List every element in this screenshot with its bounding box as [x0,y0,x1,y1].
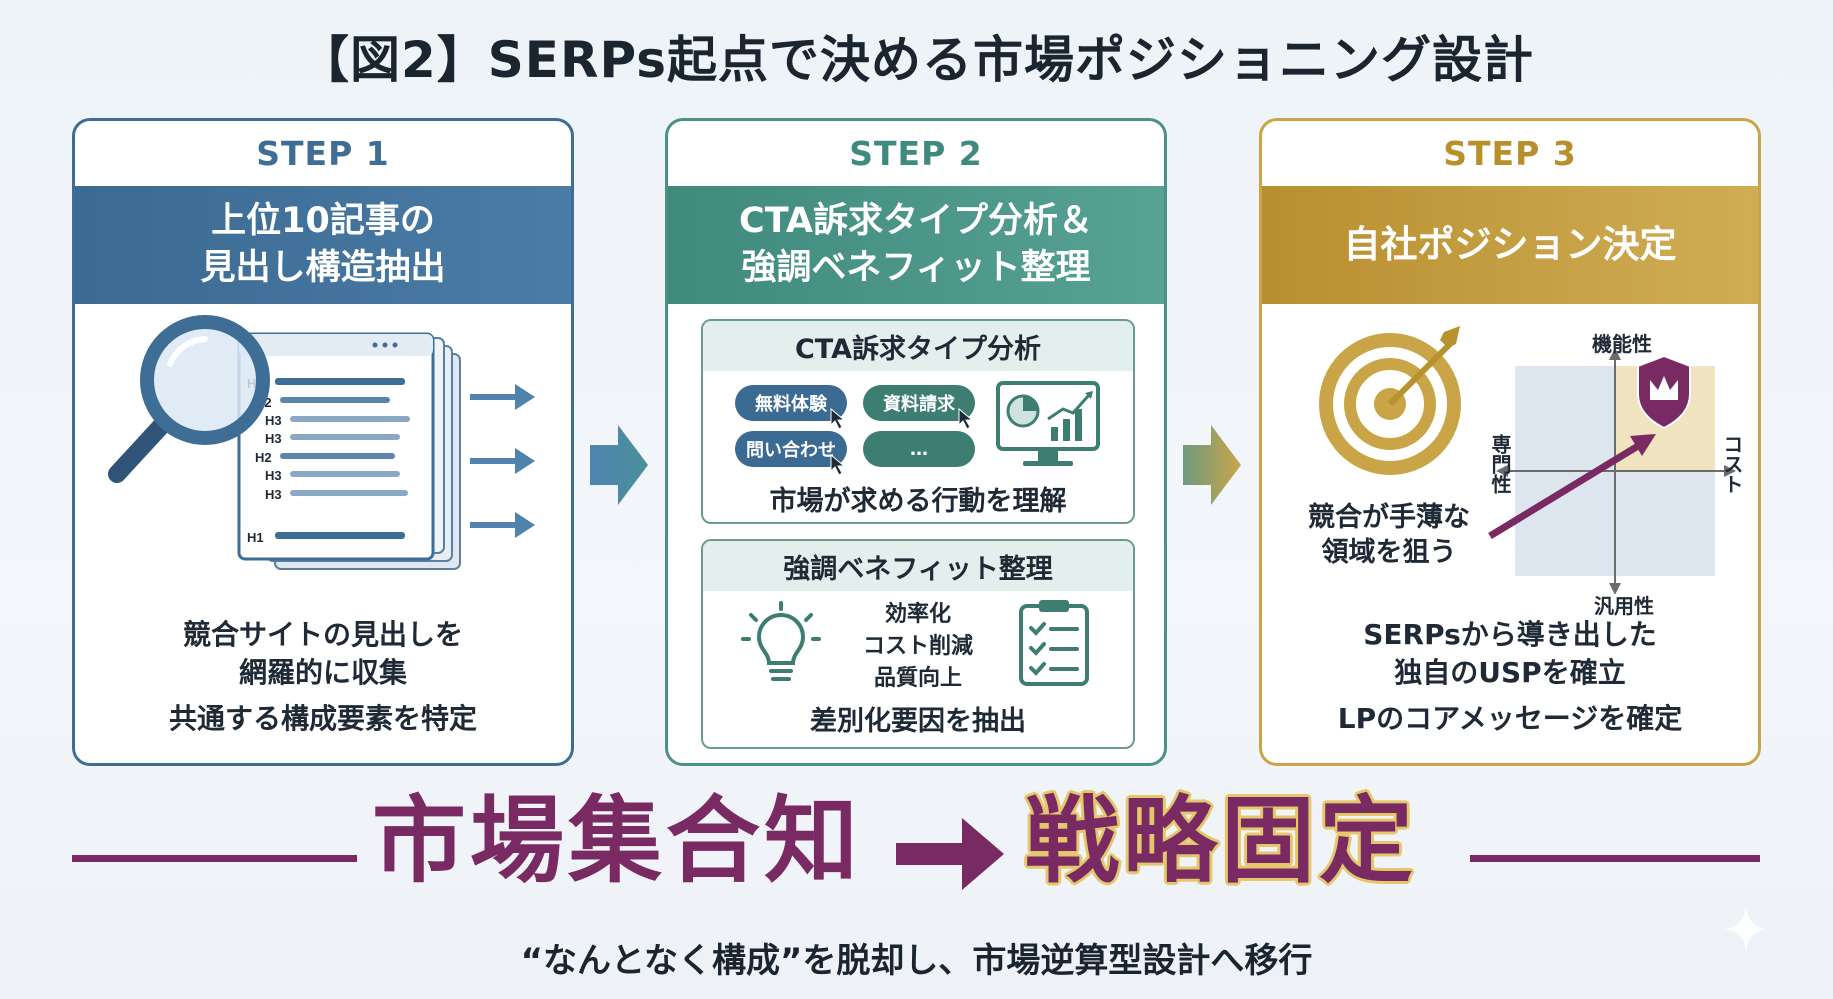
step1-body: H1 H2 H3 H3 H2 H3 H3 H1 競 [75,304,571,763]
axis-top-label: 機能性 [1592,332,1652,356]
axis-left-label: 専門性 [1488,434,1512,494]
step3-body: 機能性 汎用性 専門性 コスト 競合が手薄な 領域を狙う SERPsから導き出し… [1262,304,1758,763]
cta-pill: 問い合わせ [735,431,847,467]
desc-line: 競合サイトの見出しを [182,618,463,651]
extract-arrows-icon [470,384,535,538]
cta-pill: 資料請求 [863,385,975,421]
axis-bottom-label: 汎用性 [1594,594,1654,618]
cta-box-title: CTA訴求タイプ分析 [703,321,1133,371]
summary-left-text: 市場集合知 [372,787,863,896]
cursor-icon [830,407,974,476]
step3-description: SERPsから導き出した 独自のUSPを確立 LPのコアメッセージを確定 [1262,616,1758,737]
benefit-list: 効率化 コスト削減 品質向上 [858,599,978,695]
desc-line: 網羅的に収集 [238,655,407,689]
magnifier-icon [108,315,270,483]
step2-card: STEP 2 CTA訴求タイプ分析＆ 強調ベネフィット整理 CTA訴求タイプ分析… [665,118,1167,766]
caption-line: 領域を狙う [1321,537,1457,569]
desc-line: 独自のUSPを確立 [1394,655,1626,689]
cta-pill: 無料体験 [735,385,847,421]
heading-tag: H2 [255,450,272,465]
step2-heading: CTA訴求タイプ分析＆ 強調ベネフィット整理 [668,186,1164,304]
step3-card: STEP 3 自社ポジション決定 [1259,118,1761,766]
heading-tag: H3 [265,431,282,446]
heading-tag: H3 [265,413,282,428]
desc-line: SERPsから導き出した [1363,618,1657,651]
summary-line-right [1470,855,1760,862]
target-icon [1319,326,1461,475]
document-stack-illustration: H1 H2 H3 H3 H2 H3 H3 H1 [108,315,535,570]
benefit-box: 強調ベネフィット整理 効率化 コスト削減 品質向上 [701,539,1135,749]
cta-box-caption: 市場が求める行動を理解 [769,486,1067,517]
sparkle-icon [1724,907,1768,951]
cta-analysis-box: CTA訴求タイプ分析 無料体験 資料請求 問い合わせ … [701,319,1135,524]
benefit-box-caption: 差別化要因を抽出 [810,706,1026,737]
benefit-item: コスト削減 [862,633,973,659]
page-title: 【図2】SERPs起点で決める市場ポジショニング設計 [299,31,1534,89]
checklist-icon [1019,600,1089,686]
analytics-monitor-icon [996,381,1100,466]
lightbulb-icon [741,601,821,681]
summary-right-text: 戦略固定 [1025,787,1418,896]
target-caption: 競合が手薄な 領域を狙う [1284,500,1494,570]
step3-heading: 自社ポジション決定 [1262,186,1758,304]
cta-pill: … [863,431,975,467]
summary-arrow-icon [896,818,1004,890]
step-arrow-icon [590,425,648,505]
heading-tag: H3 [265,487,282,502]
tagline: “なんとなく構成”を脱却し、市場逆算型設計へ移行 [520,941,1313,981]
step1-label: STEP 1 [256,134,390,173]
step3-label: STEP 3 [1443,134,1577,173]
summary-line-left [72,855,357,862]
positioning-map [1319,326,1736,594]
heading-tag: H3 [265,468,282,483]
step2-body: CTA訴求タイプ分析 無料体験 資料請求 問い合わせ … [668,304,1164,763]
benefit-item: 効率化 [884,602,951,627]
desc-line: 共通する構成要素を特定 [168,701,477,735]
desc-line: LPのコアメッセージを確定 [1337,701,1683,735]
benefit-item: 品質向上 [873,665,962,691]
step1-heading: 上位10記事の 見出し構造抽出 [75,186,571,304]
heading-tag: H1 [247,530,264,545]
caption-line: 競合が手薄な [1308,502,1470,533]
shield-crown-icon [1637,354,1691,430]
step-arrow-icon [1183,425,1241,505]
step1-description: 競合サイトの見出しを 網羅的に収集 共通する構成要素を特定 [75,616,571,737]
axis-right-label: コスト [1720,434,1744,494]
benefit-box-title: 強調ベネフィット整理 [703,541,1133,591]
step2-label: STEP 2 [849,134,983,173]
step1-card: STEP 1 上位10記事の 見出し構造抽出 H1 H2 H3 H3 [72,118,574,766]
